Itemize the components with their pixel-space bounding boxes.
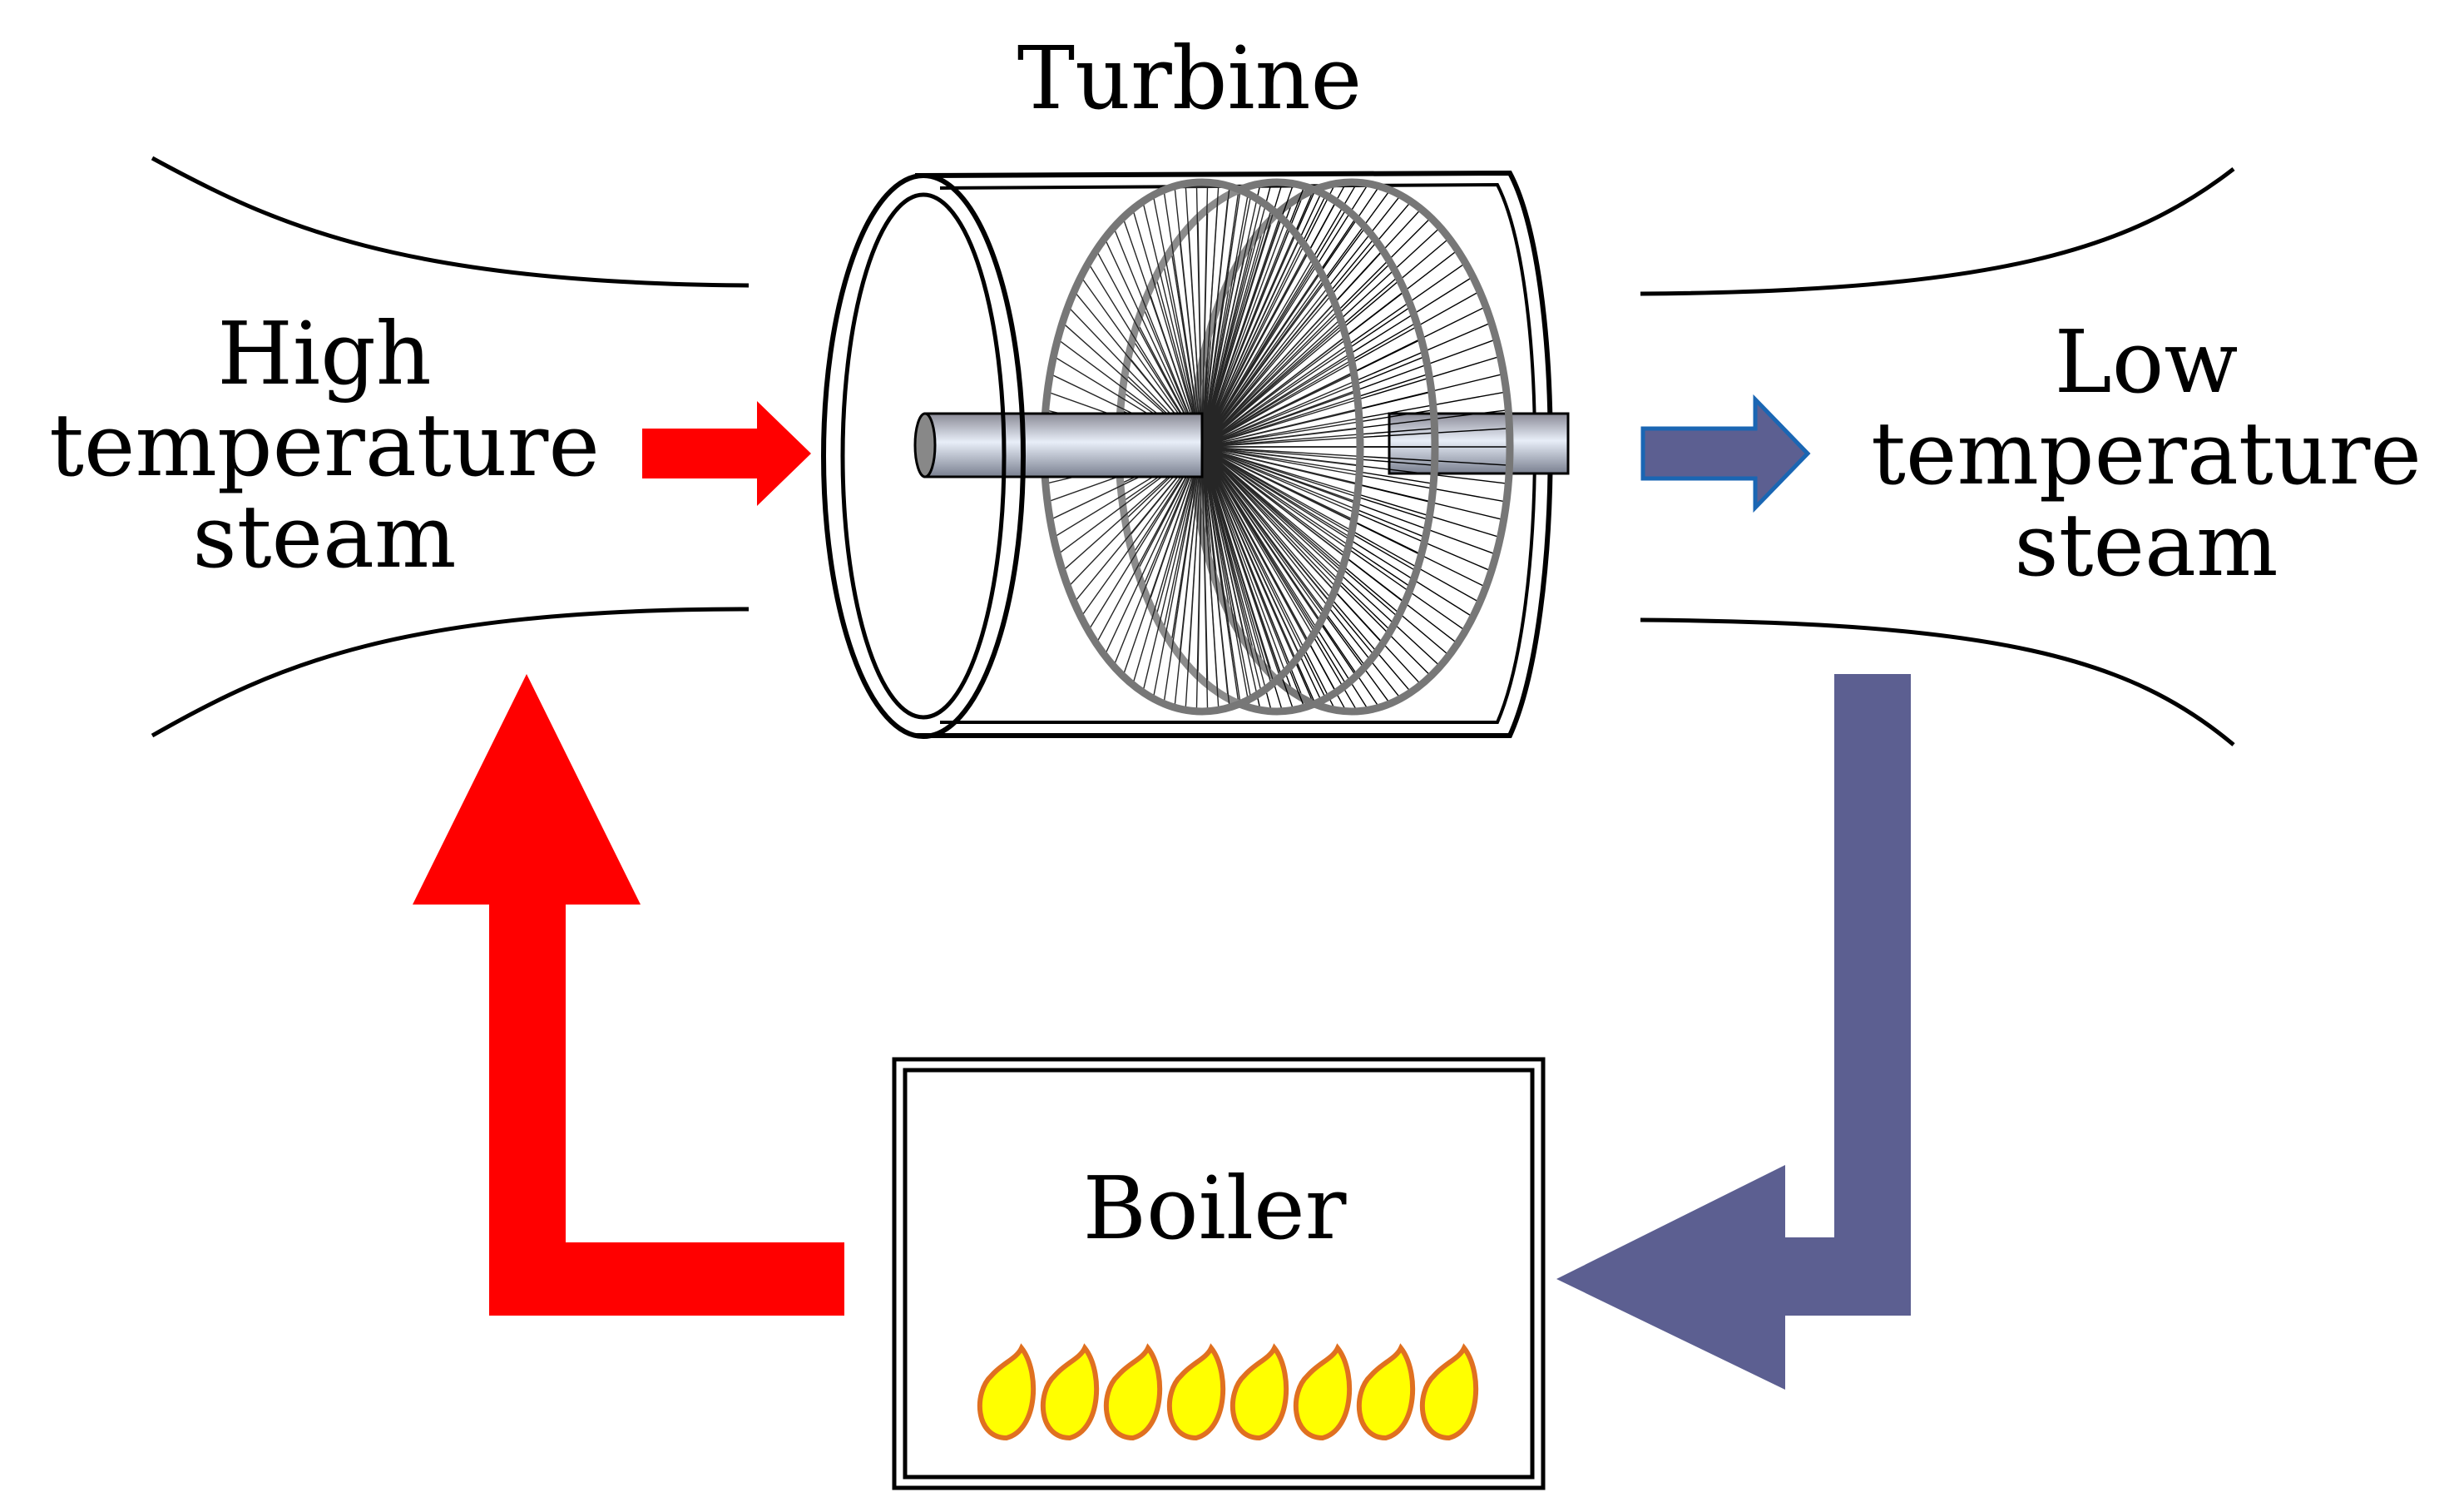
boiler-flames — [977, 1343, 1479, 1441]
inlet-label: High temperature steam — [33, 308, 616, 583]
boiler-label: Boiler — [1082, 1158, 1347, 1259]
turbine-end-cap-inner — [840, 192, 1007, 720]
outlet-label: Low temperature steam — [1830, 316, 2462, 592]
turbine-end-cap-outer — [821, 173, 1026, 739]
inlet-label-line-2: temperature — [49, 394, 600, 497]
outlet-channel-bottom-wall — [1640, 617, 2235, 746]
turbine-shaft-end — [913, 412, 937, 478]
outlet-arrow-icon — [1640, 394, 1811, 513]
hot-steam-flow-arrow-icon — [413, 674, 844, 1316]
outlet-label-line-1: Low — [2054, 311, 2239, 413]
inlet-label-line-3: steam — [192, 486, 457, 588]
flame-icon — [1230, 1343, 1289, 1441]
flame-icon — [1293, 1343, 1353, 1441]
outlet-label-line-3: steam — [2014, 494, 2278, 597]
flame-icon — [1103, 1343, 1163, 1441]
flame-icon — [1356, 1343, 1416, 1441]
cold-steam-flow-arrow-icon — [1556, 674, 1911, 1390]
flame-icon — [1166, 1343, 1226, 1441]
turbine-disc-spokes — [1044, 182, 1360, 711]
inlet-arrow-icon — [642, 401, 811, 506]
inlet-channel — [151, 156, 750, 738]
flame-icon — [1419, 1343, 1479, 1441]
turbine-shaft-right — [1388, 412, 1570, 475]
boiler-frame-inner — [903, 1068, 1535, 1480]
flame-icon — [977, 1343, 1037, 1441]
inlet-label-line-1: High — [217, 303, 432, 404]
outlet-label-line-2: temperature — [1871, 403, 2422, 505]
turbine-icon — [821, 170, 1570, 739]
inlet-channel-top-wall — [151, 156, 750, 288]
outlet-channel — [1640, 167, 2235, 746]
outlet-channel-top-wall — [1640, 167, 2235, 296]
inlet-channel-bottom-wall — [151, 607, 750, 738]
turbine-shaft-left — [923, 412, 1204, 478]
turbine-title: Turbine — [1017, 27, 1363, 129]
flame-icon — [1040, 1343, 1100, 1441]
